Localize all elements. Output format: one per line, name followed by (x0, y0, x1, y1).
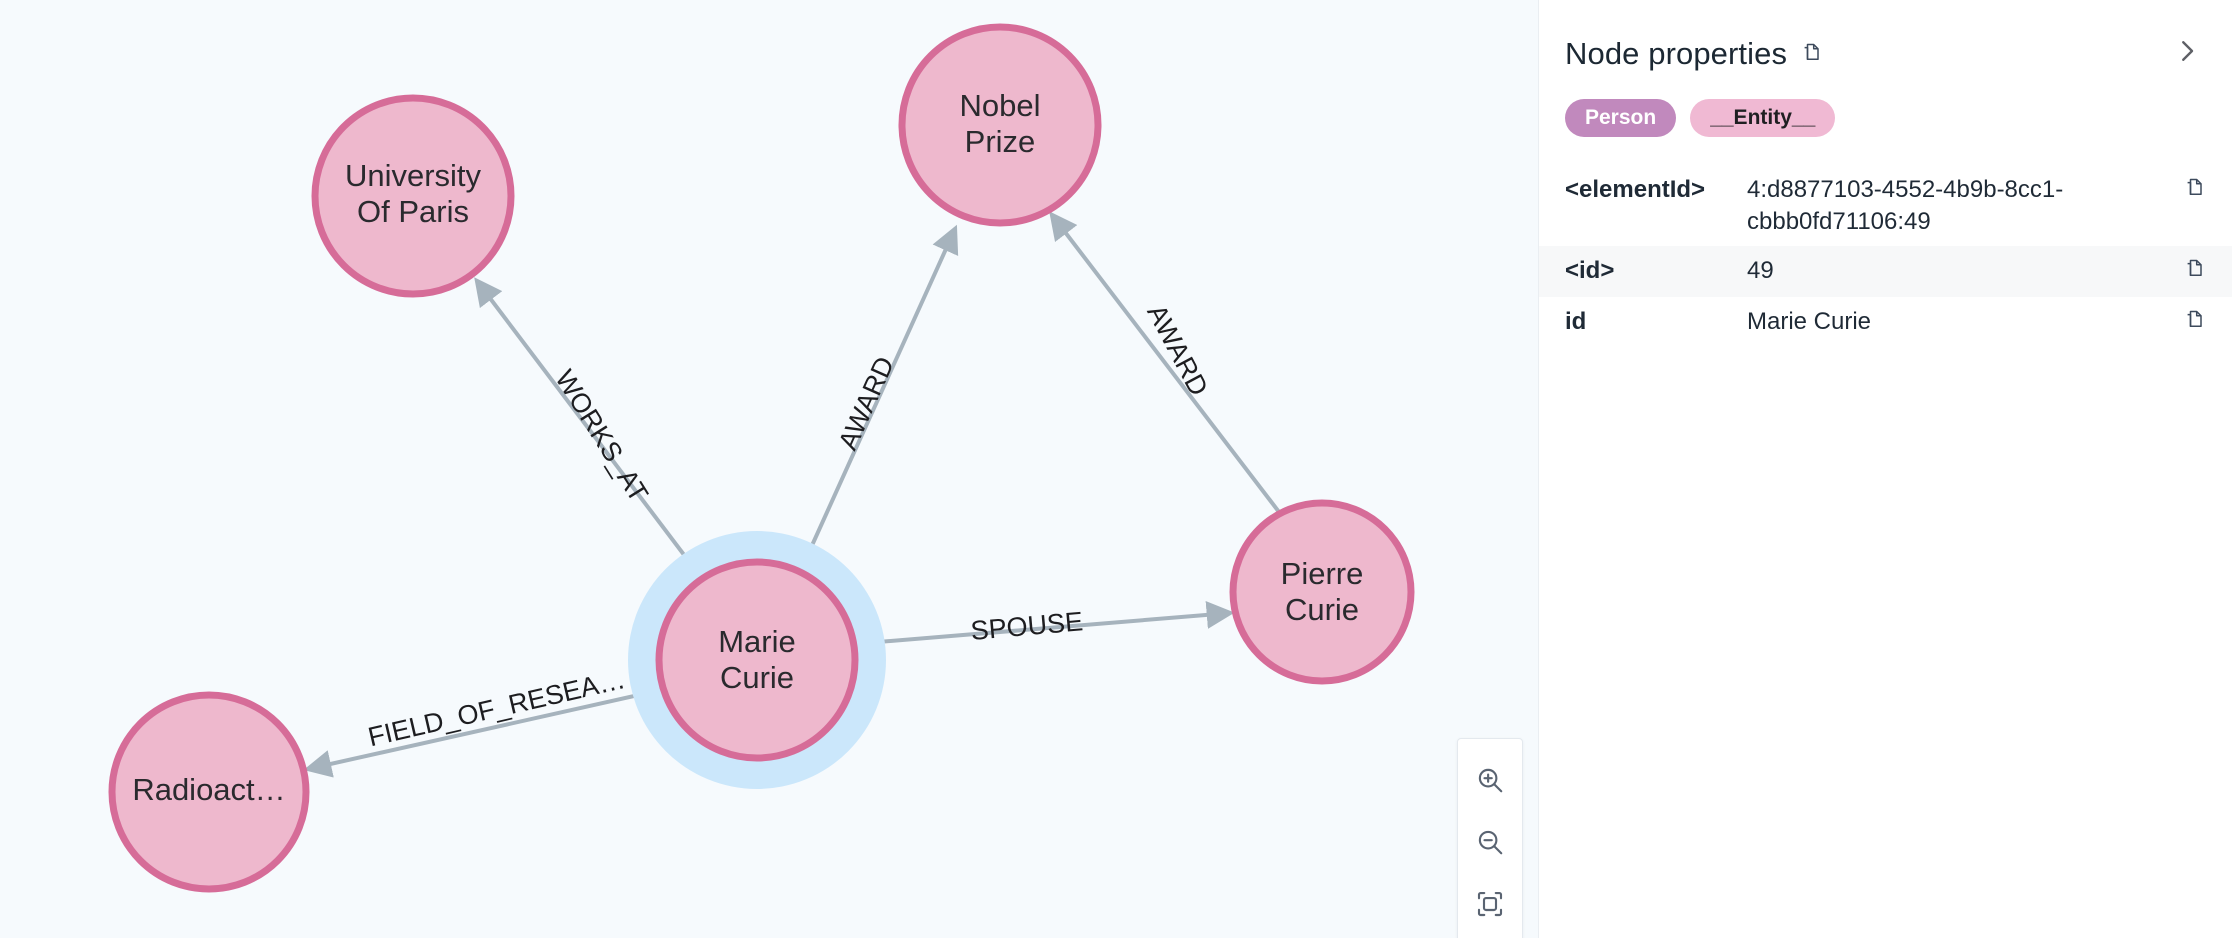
edge-works-at[interactable] (474, 277, 702, 578)
edge-award-right[interactable] (1049, 211, 1281, 514)
copy-icon[interactable] (1799, 41, 1823, 65)
property-key: <elementId> (1565, 176, 1706, 203)
chevron-right-icon (2182, 41, 2194, 61)
property-value: 49 (1747, 257, 1774, 285)
copy-icon[interactable] (2182, 308, 2206, 332)
fit-to-screen-button[interactable] (1459, 873, 1521, 935)
zoom-out-button[interactable] (1459, 811, 1521, 873)
graph-svg: University Of Paris Nobel Prize Marie Cu… (108, 23, 1415, 893)
property-value: 4:d8877103-4552-4b9b-8cc1-cbbb0fd71106:4… (1747, 176, 2064, 235)
node-labels: Person __Entity__ (1539, 69, 2232, 137)
svg-text:AWARD: AWARD (833, 352, 900, 454)
node-properties-panel: Node properties Person __Entity__ (1538, 0, 2232, 938)
properties-table: <elementId> 4:d8877103-4552-4b9b-8cc1-cb… (1539, 165, 2232, 348)
edge-label-award-left: AWARD (833, 352, 900, 454)
fit-to-screen-icon (1477, 891, 1503, 917)
panel-header: Node properties (1539, 14, 2232, 69)
graph-node-marie-curie[interactable]: Marie Curie (655, 558, 859, 762)
property-key: id (1565, 308, 1587, 336)
graph-node-university-of-paris[interactable]: University Of Paris (311, 94, 515, 298)
graph-node-pierre-curie[interactable]: Pierre Curie (1229, 499, 1415, 685)
edge-label-works-at: WORKS_AT (549, 365, 654, 508)
zoom-out-icon (1478, 830, 1503, 855)
zoom-controls (1457, 738, 1523, 938)
graph-node-radioactivity[interactable]: Radioact… (108, 691, 310, 893)
zoom-in-button[interactable] (1459, 749, 1521, 811)
page-title: Node properties (1565, 36, 1788, 71)
copy-icon[interactable] (2182, 176, 2206, 200)
graph-node-nobel-prize[interactable]: Nobel Prize (898, 23, 1102, 227)
table-row: <elementId> 4:d8877103-4552-4b9b-8cc1-cb… (1539, 165, 2232, 246)
table-row: id Marie Curie (1539, 297, 2232, 348)
zoom-in-icon (1478, 768, 1503, 793)
edge-label-award-right: AWARD (1141, 300, 1214, 401)
label-chip-person[interactable]: Person (1565, 99, 1677, 137)
table-row: <id> 49 (1539, 246, 2232, 298)
edge-field-of-research[interactable] (303, 688, 662, 778)
property-key: <id> (1565, 257, 1615, 285)
svg-text:AWARD: AWARD (1141, 300, 1214, 401)
edge-spouse[interactable] (853, 600, 1235, 646)
property-value: Marie Curie (1747, 308, 1872, 336)
graph-canvas[interactable]: University Of Paris Nobel Prize Marie Cu… (0, 0, 1538, 938)
label-chip-entity[interactable]: __Entity__ (1690, 99, 1836, 137)
collapse-panel-button[interactable] (2164, 28, 2210, 74)
edge-label-spouse: SPOUSE (969, 606, 1084, 646)
copy-icon[interactable] (2182, 257, 2206, 281)
svg-text:SPOUSE: SPOUSE (969, 606, 1084, 646)
svg-text:WORKS_AT: WORKS_AT (549, 365, 654, 508)
edge-award-left[interactable] (798, 224, 959, 573)
